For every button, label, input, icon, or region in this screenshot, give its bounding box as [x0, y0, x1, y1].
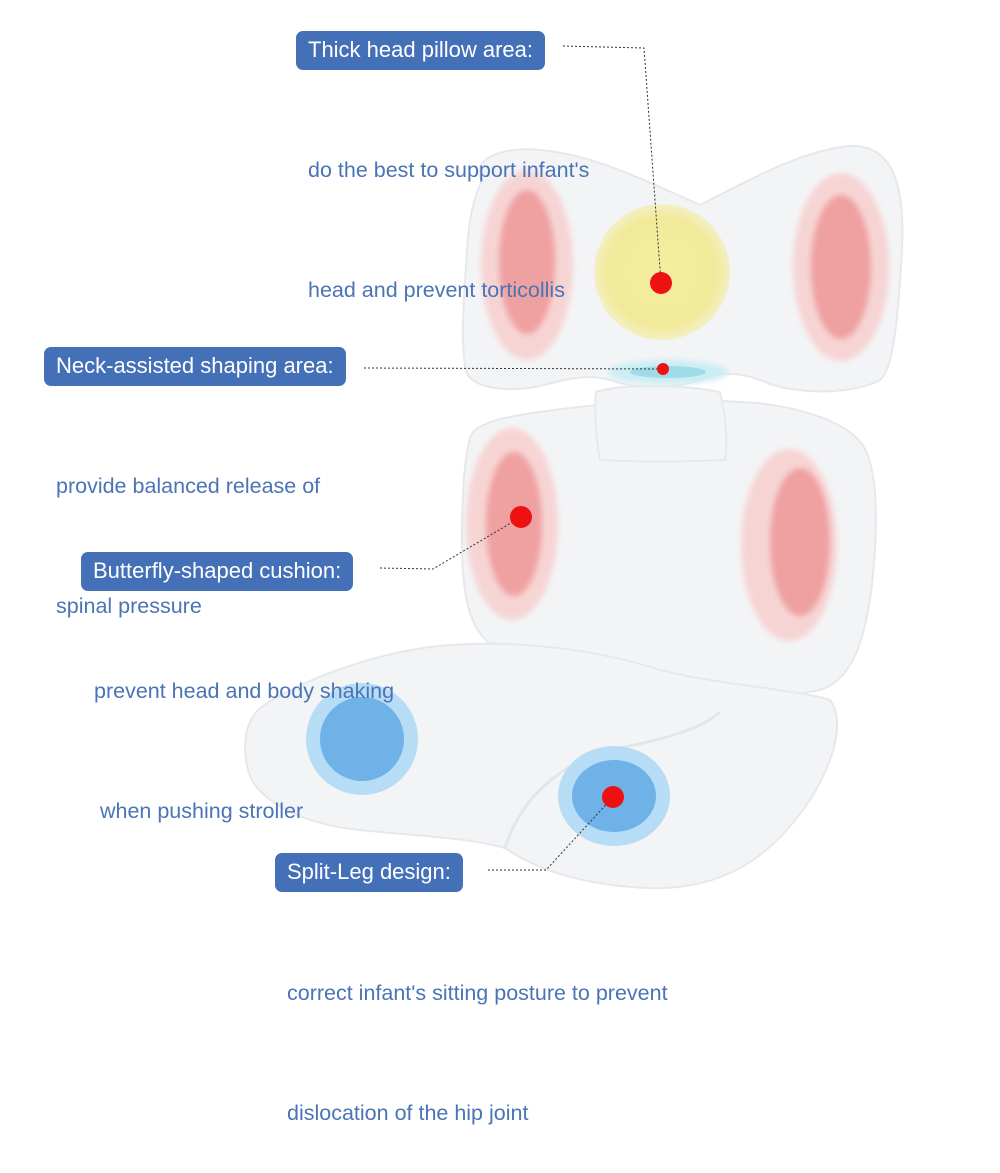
- body-right-pink-core: [770, 468, 830, 616]
- callout-head-line-2: head and prevent torticollis: [308, 278, 565, 302]
- callout-head-desc: do the best to support infant's head and…: [308, 70, 589, 350]
- callout-butterfly-line-2: when pushing stroller: [94, 799, 304, 823]
- callout-split-leg-line-1: correct infant's sitting posture to prev…: [287, 981, 668, 1005]
- callout-butterfly-line-1: prevent head and body shaking: [94, 679, 395, 703]
- left-leg-core: [320, 697, 404, 781]
- callout-split-leg-desc: correct infant's sitting posture to prev…: [287, 893, 668, 1173]
- callout-butterfly-desc: prevent head and body shaking when pushi…: [94, 591, 394, 871]
- leader-lines: [363, 45, 664, 871]
- callout-butterfly-title: Butterfly-shaped cushion:: [81, 552, 354, 591]
- callout-neck-line-2: spinal pressure: [56, 594, 202, 618]
- callout-neck-line-1: provide balanced release of: [56, 474, 321, 498]
- head-left-pink-core: [499, 190, 555, 334]
- head-right-pink-core: [811, 195, 871, 339]
- callout-head-title: Thick head pillow area:: [296, 31, 546, 70]
- callout-head-line-1: do the best to support infant's: [308, 158, 590, 182]
- marker-butterfly: [510, 506, 532, 528]
- chest-section: [594, 385, 728, 463]
- leader-line-head: [562, 45, 662, 284]
- leader-line-neck: [363, 367, 664, 370]
- marker-split-leg: [602, 786, 624, 808]
- marker-head: [650, 272, 672, 294]
- callout-split-leg-line-2: dislocation of the hip joint: [287, 1101, 529, 1125]
- markers: [510, 272, 672, 808]
- callout-neck-desc: provide balanced release of spinal press…: [56, 386, 320, 666]
- callout-split-leg-title: Split-Leg design:: [275, 853, 463, 892]
- callout-neck-title: Neck-assisted shaping area:: [44, 347, 346, 386]
- marker-neck: [657, 363, 669, 375]
- leader-line-butterfly: [379, 516, 522, 570]
- head-pillow-zone: [594, 204, 730, 340]
- leader-line-split-leg: [488, 796, 614, 871]
- cushion-diagram: [244, 45, 904, 890]
- pink-zones: [466, 170, 889, 641]
